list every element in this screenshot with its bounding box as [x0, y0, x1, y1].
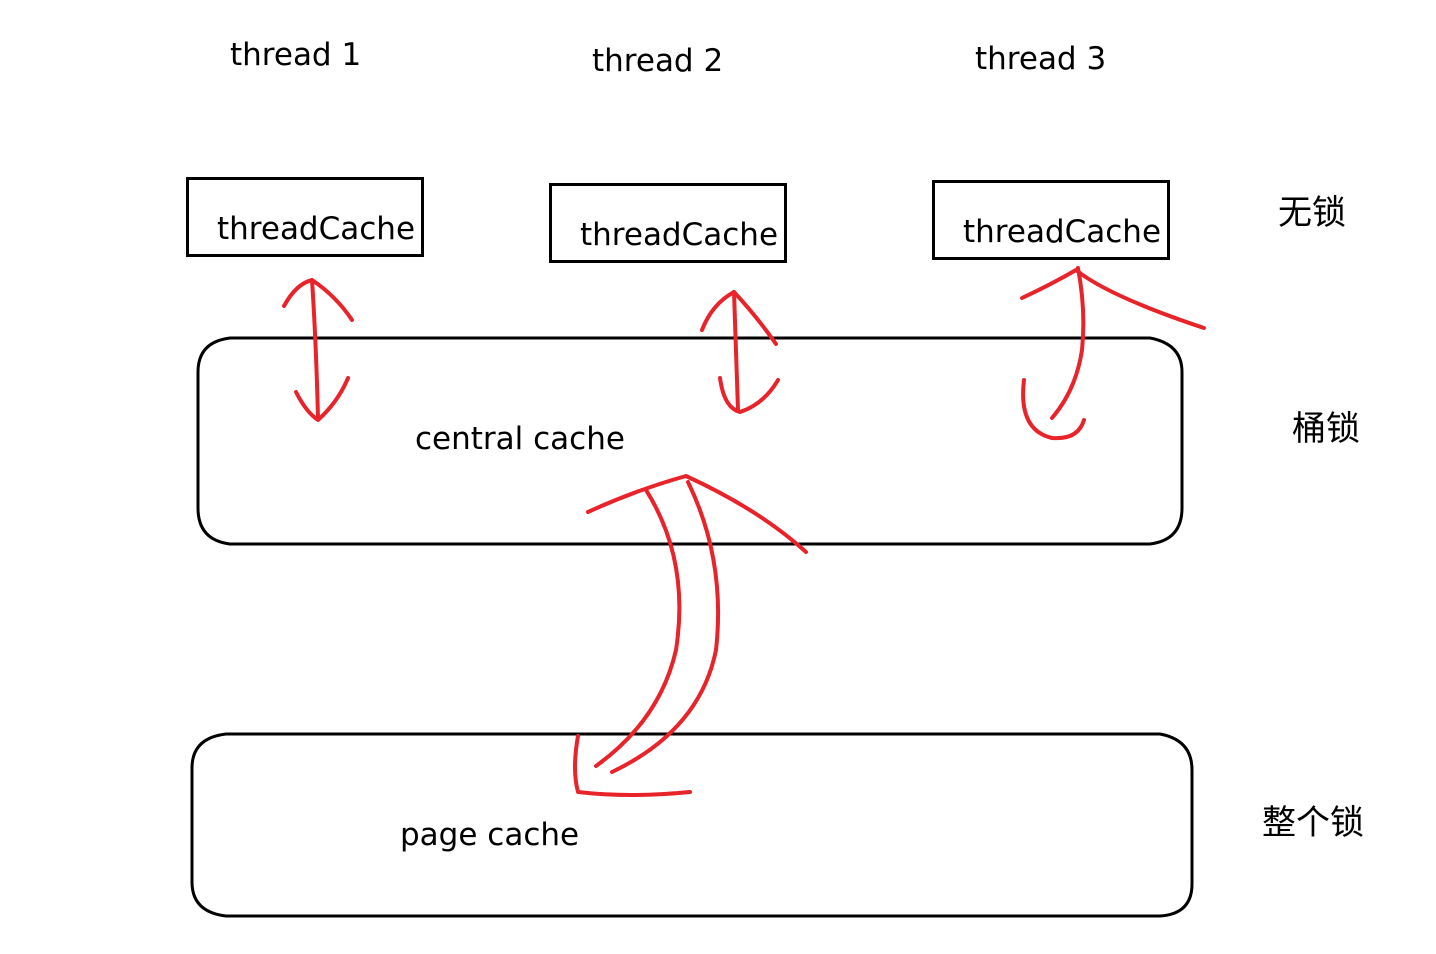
thread-2-label: thread 2: [592, 43, 724, 79]
arrow-central-page-head-top: [586, 474, 808, 554]
lock-label-page: 整个锁: [1262, 803, 1364, 843]
thread-cache-box-1: threadCache: [186, 177, 424, 257]
arrow-thread1-central-head: [294, 376, 350, 422]
arrow-thread2-central-shaft: [732, 290, 740, 412]
arrow-thread2-central: [700, 290, 778, 346]
thread-3-label: thread 3: [975, 41, 1107, 77]
thread-cache-label-2: threadCache: [580, 217, 779, 253]
thread-cache-box-2: threadCache: [549, 183, 787, 263]
arrow-central-page-head-bottom: [573, 734, 692, 797]
arrow-thread2-central-head: [718, 376, 780, 414]
page-cache-container: [190, 732, 1194, 918]
thread-cache-label-1: threadCache: [217, 211, 416, 247]
thread-1-label: thread 1: [230, 37, 362, 73]
page-cache-label: page cache: [400, 817, 580, 853]
central-cache-label: central cache: [415, 421, 625, 457]
thread-cache-box-3: threadCache: [932, 180, 1170, 260]
lock-label-thread: 无锁: [1278, 193, 1346, 233]
central-cache-container: [196, 336, 1184, 546]
arrow-central-page-right-curve: [610, 480, 721, 774]
arrow-thread1-central-shaft: [310, 278, 320, 420]
arrow-central-page-left-curve: [594, 488, 682, 768]
thread-cache-label-3: threadCache: [963, 214, 1162, 250]
lock-label-central: 桶锁: [1292, 409, 1360, 449]
arrow-thread3-central-head: [1021, 378, 1086, 441]
arrow-thread3-central-shaft: [1050, 266, 1086, 420]
arrow-thread1-central: [282, 278, 354, 322]
arrow-thread3-central: [1020, 268, 1206, 330]
